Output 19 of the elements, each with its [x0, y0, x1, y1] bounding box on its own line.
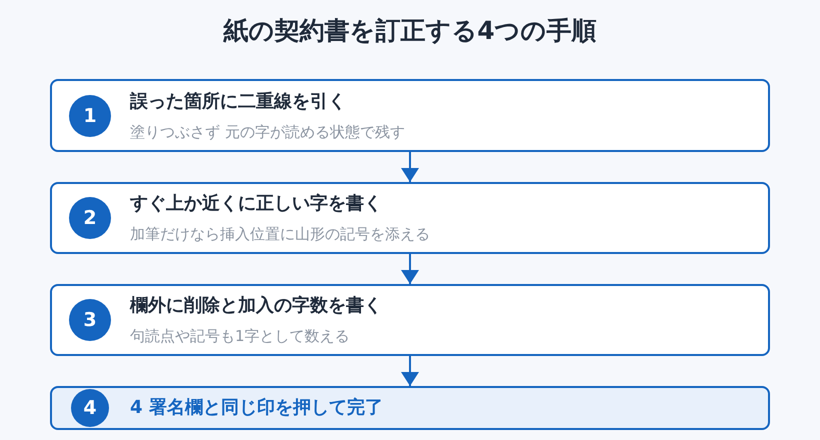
- step-card: [50, 386, 770, 430]
- step-heading: 4 署名欄と同じ印を押して完了: [130, 396, 383, 420]
- arrow: [401, 254, 419, 284]
- step-heading: 誤った箇所に二重線を引く: [130, 90, 347, 114]
- step-description: 塗りつぶさず 元の字が読める状態で残す: [130, 122, 405, 142]
- step-number-circle: 3: [69, 299, 111, 341]
- arrow: [401, 152, 419, 182]
- arrow: [401, 356, 419, 386]
- step-heading: 欄外に削除と加入の字数を書く: [130, 294, 382, 318]
- step-number-circle: 4: [71, 389, 109, 427]
- step-card: [50, 182, 770, 254]
- step-description: 句読点や記号も1字として数える: [130, 326, 351, 346]
- step-number-circle: 1: [69, 95, 111, 137]
- step-card: [50, 79, 770, 152]
- step-heading: すぐ上か近くに正しい字を書く: [130, 192, 383, 216]
- step-number-circle: 2: [69, 197, 111, 239]
- step-description: 加筆だけなら挿入位置に山形の記号を添える: [130, 224, 430, 244]
- step-card: [50, 284, 770, 356]
- diagram-title: 紙の契約書を訂正する4つの手順: [223, 16, 597, 45]
